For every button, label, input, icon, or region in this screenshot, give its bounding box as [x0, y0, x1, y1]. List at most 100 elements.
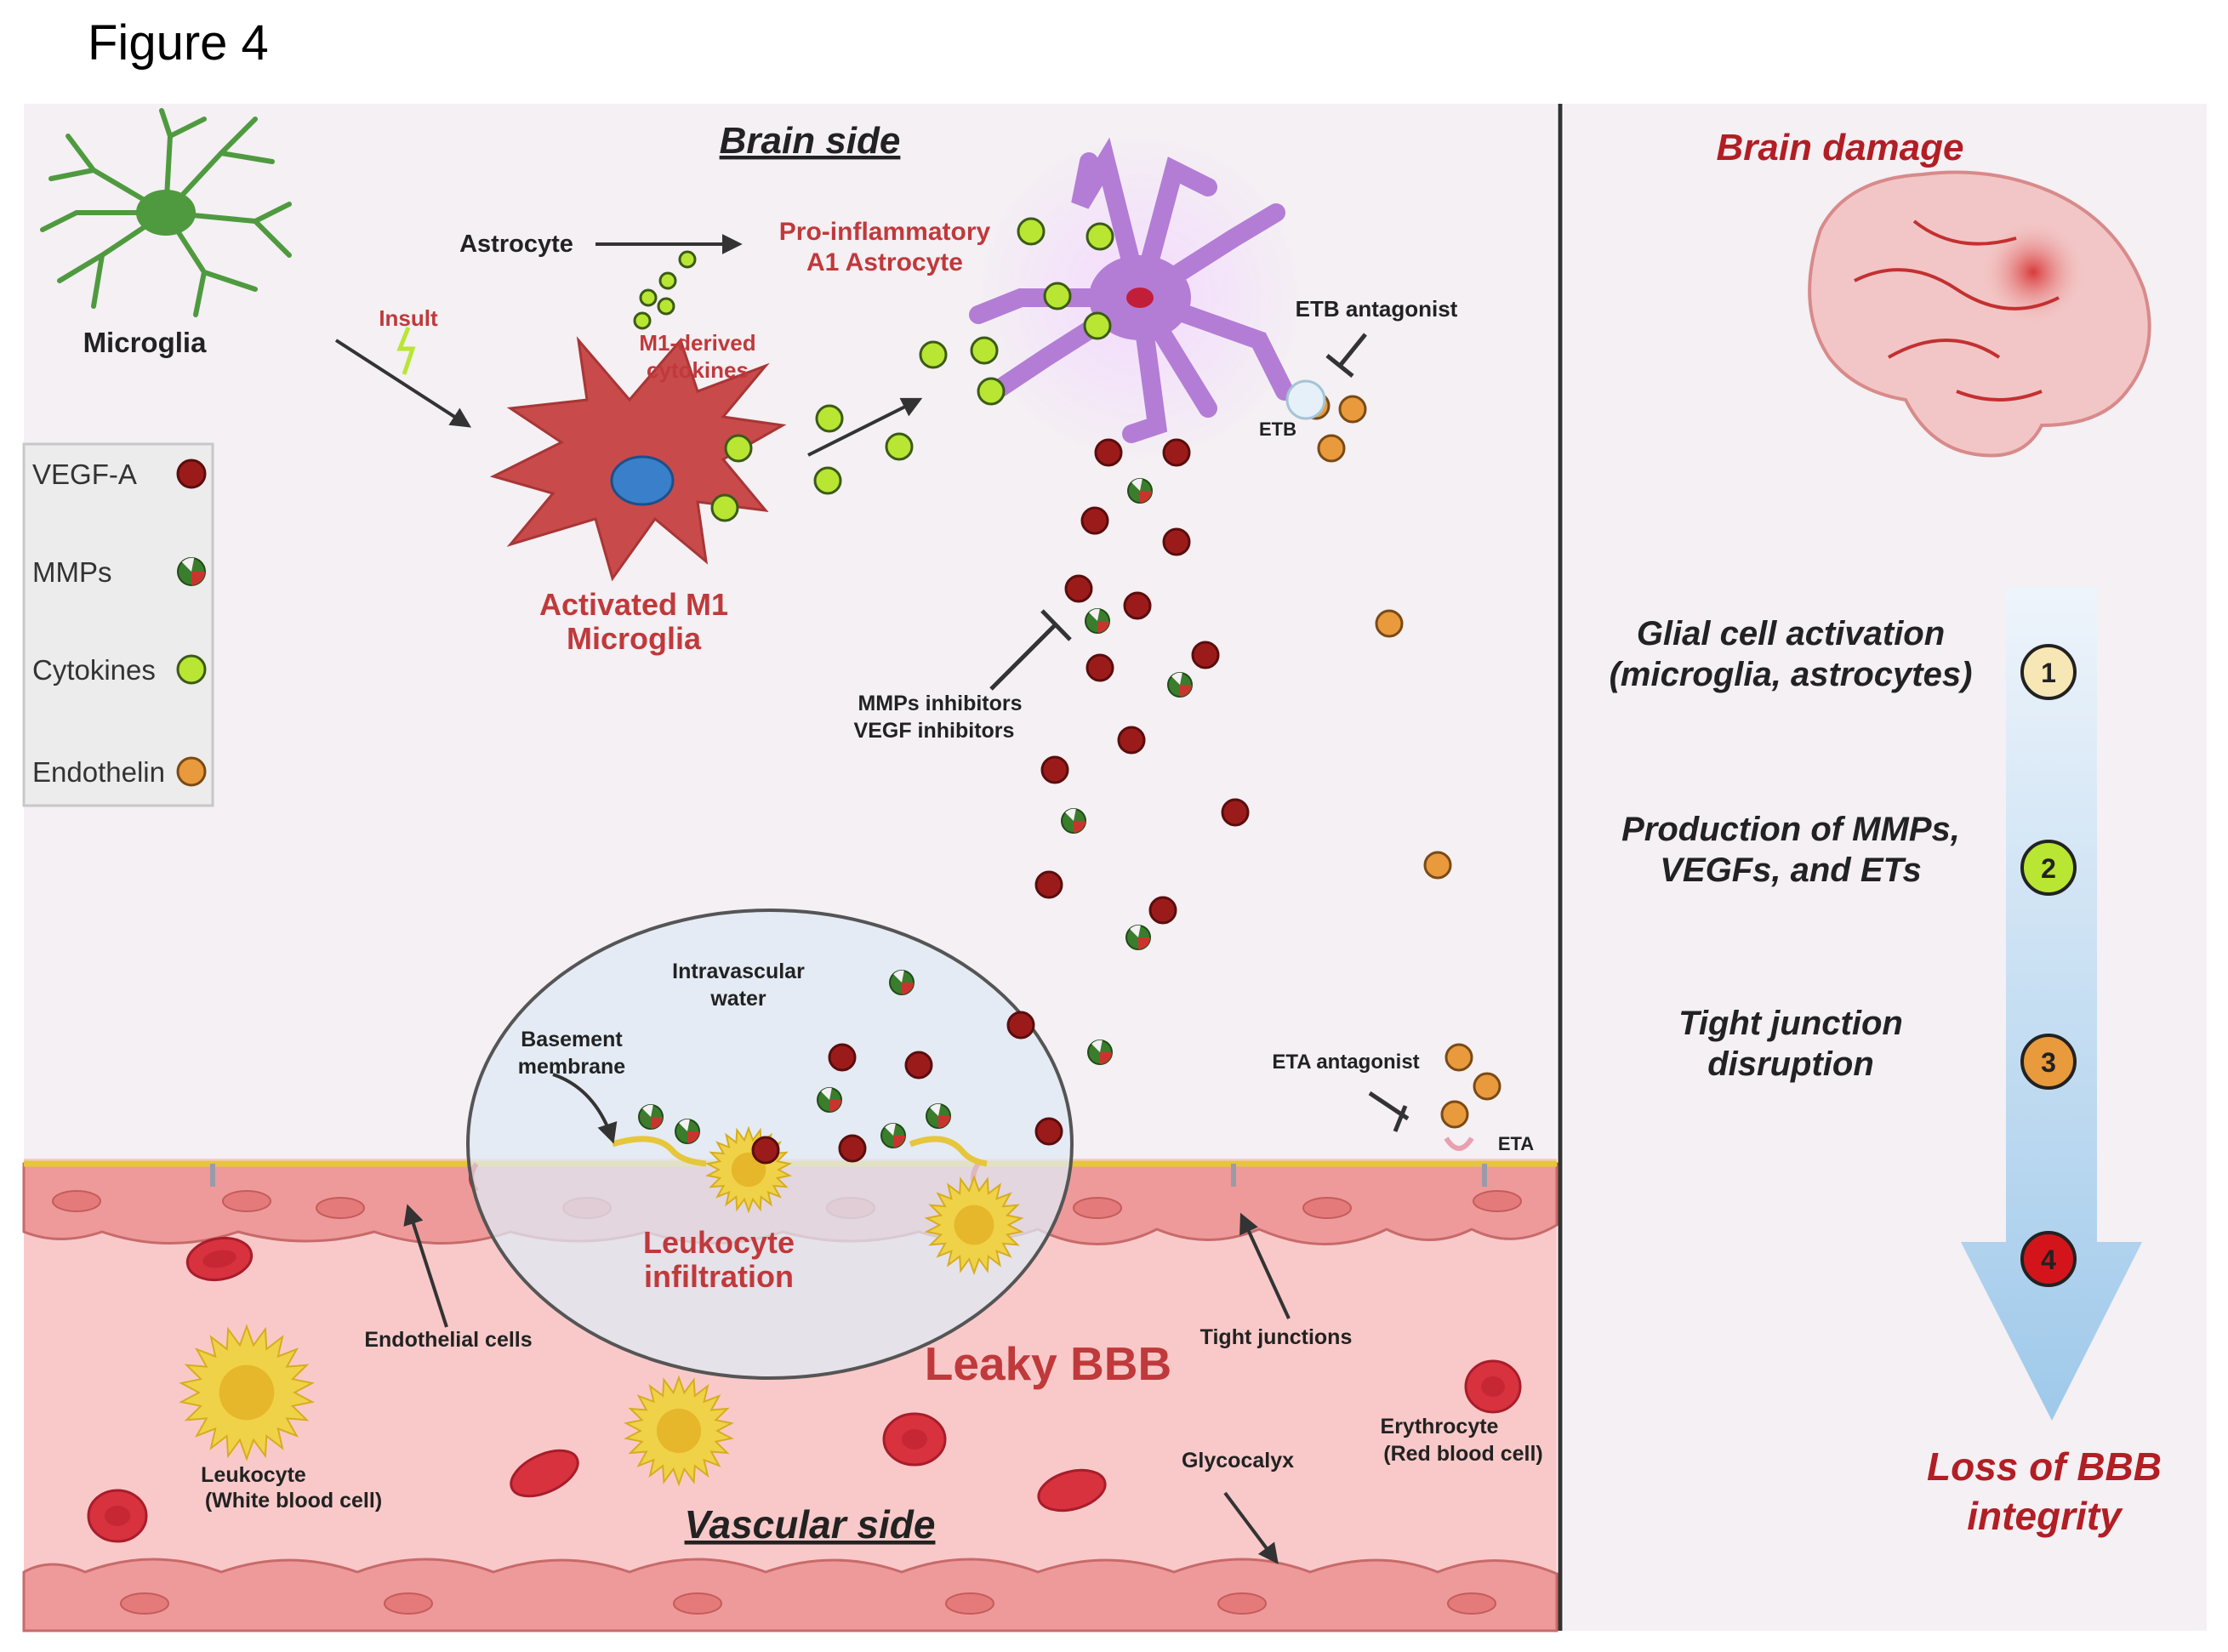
- mmp-molecule: [817, 1087, 842, 1113]
- inhibitors-label-1: MMPs inhibitors: [858, 692, 1022, 715]
- eta-antagonist-label: ETA antagonist: [1272, 1051, 1419, 1074]
- cytokine-molecule: [1043, 282, 1072, 310]
- vegf-molecule: [1221, 798, 1250, 827]
- vegf-molecule: [1080, 506, 1109, 535]
- vegf-molecule: [1162, 527, 1191, 556]
- microglia-label: Microglia: [83, 327, 208, 358]
- inhibitors-label-2: VEGF inhibitors: [854, 719, 1015, 743]
- leukocyte: [624, 1375, 734, 1487]
- vegf-molecule: [1162, 438, 1191, 467]
- figure-label: Figure 4: [88, 15, 269, 71]
- vegf-molecule: [1191, 641, 1220, 669]
- step-text-1: Glial cell activation: [1637, 615, 1945, 652]
- step-text-1: Tight junction: [1678, 1005, 1903, 1042]
- etb-receptor-icon: [1285, 379, 1326, 420]
- molecule-particles: [633, 217, 1501, 1165]
- mmp-molecule: [1087, 1040, 1113, 1065]
- erythrocyte-label-2: (Red blood cell): [1383, 1442, 1543, 1466]
- step-badge: [2020, 1231, 2077, 1287]
- cytokine-molecule: [1086, 222, 1114, 251]
- m1-derived-label-2: cytokines: [647, 357, 749, 383]
- step-number: 4: [2041, 1245, 2056, 1275]
- vegf-molecule: [904, 1051, 933, 1079]
- astrocyte-label: Astrocyte: [459, 231, 573, 258]
- etb-label: ETB: [1259, 419, 1296, 440]
- basement-label-2: membrane: [518, 1055, 626, 1079]
- cytokine-molecule: [724, 434, 753, 463]
- insult-label: Insult: [379, 305, 438, 331]
- mmp-molecule: [675, 1119, 700, 1144]
- cytokine-molecule: [710, 493, 739, 522]
- etb-antagonist-label: ETB antagonist: [1296, 296, 1458, 322]
- vegf-molecule: [1086, 653, 1114, 682]
- vegf-molecule: [751, 1136, 780, 1165]
- endothelin-molecule: [1317, 434, 1346, 463]
- progression-arrow: [1961, 587, 2142, 1421]
- leukocyte: [924, 1174, 1024, 1276]
- vegf-molecule: [1040, 755, 1069, 784]
- mmp-molecule: [1085, 608, 1110, 634]
- brain-damage-heading: Brain damage: [1717, 127, 1964, 168]
- step-number: 3: [2041, 1047, 2056, 1078]
- a1-label-1: Pro-inflammatory: [779, 218, 991, 246]
- mmp-molecule: [889, 970, 915, 995]
- vegf-molecule: [828, 1043, 857, 1072]
- cytokine-molecule: [678, 250, 697, 269]
- step-number: 2: [2041, 853, 2056, 884]
- cytokine-molecule: [815, 404, 844, 433]
- vegf-molecule: [1006, 1011, 1035, 1040]
- legend-label: MMPs: [32, 556, 112, 588]
- outcome-label-2: integrity: [1967, 1494, 2123, 1538]
- step-badge: [2020, 1034, 2077, 1090]
- endothelin-molecule: [1444, 1043, 1473, 1072]
- cytokine-molecule: [813, 466, 842, 495]
- erythrocyte-label-1: Erythrocyte: [1381, 1415, 1499, 1438]
- mmp-molecule: [1061, 808, 1086, 834]
- endothelin-molecule: [1423, 851, 1452, 880]
- legend-swatch: [176, 756, 207, 787]
- leaky-bbb-label: Leaky BBB: [925, 1337, 1171, 1390]
- resting-microglia: [40, 108, 292, 317]
- leukocyte-infiltration-label-1: Leukocyte: [643, 1225, 795, 1260]
- legend-label: Cytokines: [32, 654, 156, 686]
- brain-side-heading: Brain side: [720, 120, 901, 162]
- eta-label: ETA: [1498, 1133, 1534, 1154]
- m1-microglia-label-1: Activated M1: [539, 587, 728, 622]
- legend-label: VEGF-A: [32, 459, 137, 490]
- cytokine-molecule: [919, 340, 948, 369]
- vegf-molecule: [1034, 1117, 1063, 1146]
- endothelin-molecule: [1473, 1072, 1501, 1101]
- m1-derived-label-1: M1-derived: [639, 330, 755, 356]
- vegf-molecule: [1094, 438, 1123, 467]
- mmp-molecule: [880, 1123, 906, 1148]
- intravascular-label-1: Intravascular: [672, 960, 805, 983]
- endothelin-molecule: [1375, 609, 1404, 638]
- cytokine-molecule: [633, 311, 652, 330]
- step-text-2: (microglia, astrocytes): [1610, 656, 1973, 693]
- mmp-molecule: [1125, 925, 1151, 950]
- cytokine-molecule: [970, 336, 999, 365]
- legend-label: Endothelin: [32, 756, 165, 788]
- vegf-molecule: [1148, 896, 1177, 925]
- cytokine-molecule: [977, 377, 1006, 406]
- outcome-label-1: Loss of BBB: [1927, 1444, 2162, 1489]
- leukocyte: [179, 1324, 315, 1461]
- vegf-molecule: [838, 1134, 867, 1163]
- leukocyte-label-2: (White blood cell): [205, 1489, 382, 1512]
- leukocyte-label-1: Leukocyte: [201, 1463, 306, 1487]
- legend-swatch: [176, 459, 207, 489]
- insult-bolt-icon: [396, 327, 416, 375]
- vegf-molecule: [1123, 591, 1152, 620]
- eta-receptor-icon: [1444, 1136, 1474, 1151]
- vegf-molecule: [1117, 726, 1146, 755]
- vegf-molecule: [1034, 870, 1063, 899]
- legend-swatch: [176, 654, 207, 685]
- cytokine-molecule: [885, 432, 914, 461]
- step-text-2: VEGFs, and ETs: [1660, 852, 1921, 889]
- leukocyte-cells: [179, 1125, 1024, 1487]
- mmp-molecule: [1167, 672, 1193, 698]
- m1-microglia-label-2: Microglia: [567, 621, 702, 656]
- step-text-1: Production of MMPs,: [1621, 811, 1960, 848]
